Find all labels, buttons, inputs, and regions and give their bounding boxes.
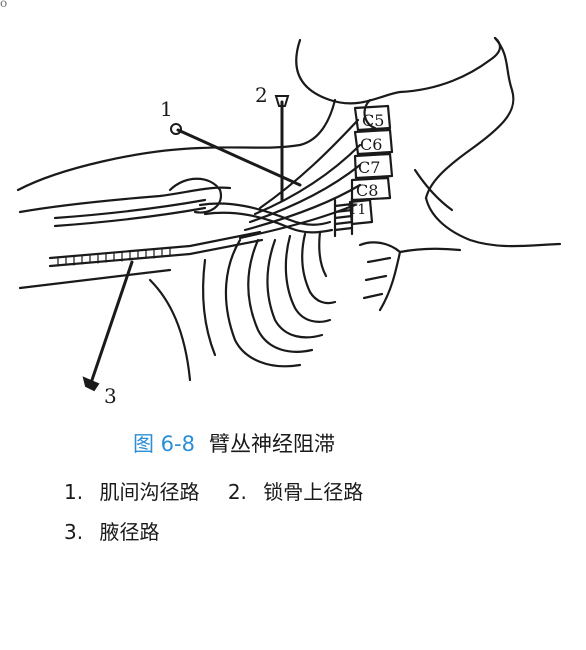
- brachial-plexus-illustration: C5 C6 C7 C8 T1 1 2 3: [16, 36, 562, 408]
- needle-label-2: 2: [255, 83, 268, 107]
- needle-3: [82, 260, 134, 392]
- nerve-c7: [248, 163, 362, 224]
- shoulder-top: [16, 98, 337, 192]
- armpit: [148, 278, 192, 382]
- humerus: [53, 198, 207, 220]
- caption-line-1: 1. 肌间沟径路 2. 锁骨上径路: [64, 476, 363, 505]
- vertebra-label-c6: C6: [360, 135, 382, 154]
- figure-caption-title: 图 6-8 臂丛神经阻滞: [133, 428, 335, 458]
- needle-2: [274, 95, 290, 202]
- caption-item-2-num: 2.: [227, 480, 247, 504]
- needles: [82, 95, 302, 392]
- ear-outline: [363, 98, 377, 130]
- vertebra-labels: C5 C6 C7 C8 T1: [348, 111, 384, 218]
- vertebra-label-c8: C8: [356, 181, 378, 200]
- humeral-head: [168, 177, 223, 214]
- caption-item-3-num: 3.: [64, 520, 84, 544]
- vertebra-label-c7: C7: [358, 158, 380, 177]
- vertebra-label-t1: T1: [348, 202, 366, 218]
- caption-item-2-text: 锁骨上径路: [263, 480, 364, 504]
- arm-lower: [18, 268, 172, 290]
- caption-item-3-text: 腋径路: [99, 520, 160, 544]
- needle-label-1: 1: [160, 97, 173, 121]
- trachea: [333, 196, 354, 238]
- corner-mark: o: [0, 0, 8, 10]
- arm-upper: [18, 186, 232, 214]
- caption-line-2: 3. 腋径路: [64, 516, 159, 545]
- caption-item-1-text: 肌间沟径路: [99, 480, 200, 504]
- chin-line: [413, 168, 454, 212]
- axillary-vessel: [48, 230, 262, 260]
- figure-number: 图 6-8: [133, 432, 195, 456]
- jaw-outline: [424, 36, 515, 200]
- needle-label-3: 3: [104, 384, 117, 408]
- nerve-c5: [258, 118, 360, 210]
- nerve-t1: [238, 203, 357, 240]
- needle-1: [170, 123, 302, 187]
- neck-front: [424, 196, 562, 248]
- figure-title: 臂丛神经阻滞: [208, 432, 335, 456]
- vertebra-label-c5: C5: [362, 111, 384, 130]
- nerve-c6: [253, 143, 362, 216]
- torso-outline: [201, 258, 217, 357]
- rib-cage: [224, 230, 337, 368]
- clavicle: [198, 202, 332, 226]
- caption-item-1-num: 1.: [64, 480, 84, 504]
- face-outline: [295, 36, 502, 105]
